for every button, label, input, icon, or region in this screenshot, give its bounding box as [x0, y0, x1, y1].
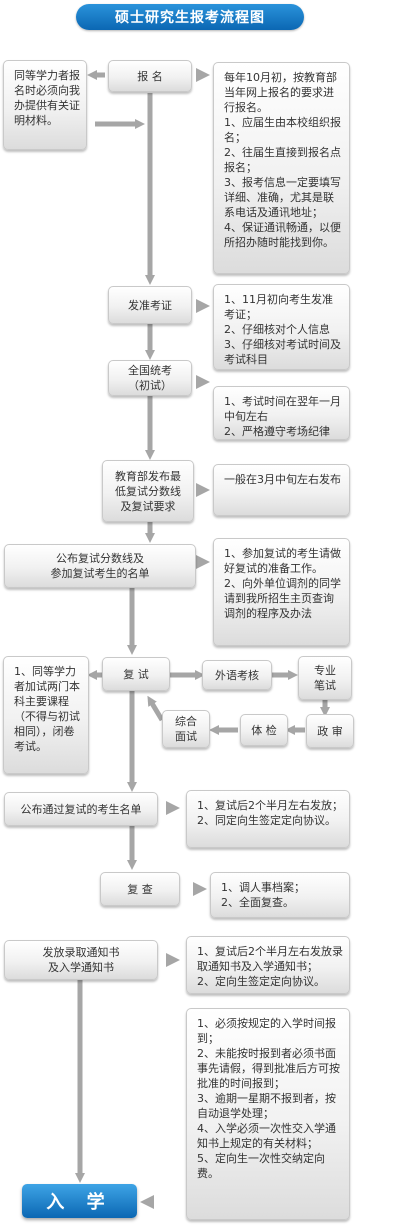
step-notice-label: 发放录取通知书 及入学通知书 [42, 946, 120, 974]
arrow-passed-detail [166, 801, 180, 815]
step-major-written: 专业 笔试 [298, 656, 352, 700]
step-notice: 发放录取通知书 及入学通知书 [4, 940, 158, 980]
note-notice-detail: 1、复试后2个半月左右发放录取通知书及入学通知书； 2、定向生签定定向协议。 [186, 936, 350, 994]
arrow-comprehensive-retest [147, 695, 165, 722]
note-review-detail: 1、调人事档案； 2、全面复查。 [210, 872, 350, 918]
arrow-moe-detail [196, 483, 210, 497]
step-admission-card: 发准考证 [108, 286, 192, 324]
arrow-retest-detail [196, 555, 210, 569]
note-equal-ability: 同等学力者报名时必须向我办提供有关证明材料。 [3, 60, 87, 150]
step-exam: 全国统考 （初试） [108, 360, 192, 396]
arrow-review-detail [193, 882, 207, 896]
step-register-label: 报 名 [137, 69, 163, 83]
step-comprehensive-label: 综合 面试 [175, 715, 197, 743]
step-moe-line: 教育部发布最 低复试分数线 及复试要求 [102, 460, 194, 522]
step-retest-label: 复 试 [123, 667, 149, 681]
step-passed-list: 公布通过复试的考生名单 [4, 792, 158, 826]
step-exam-label: 全国统考 （初试） [128, 364, 172, 392]
step-foreign-language-label: 外语考核 [215, 668, 259, 682]
step-foreign-language: 外语考核 [202, 660, 272, 690]
arrow-exam-detail [196, 375, 210, 389]
note-passed-detail: 1、复试后2个半月左右发放； 2、同定向生签定定向协议。 [186, 790, 350, 848]
step-review-label: 复 查 [127, 882, 153, 896]
step-retest-list-label: 公布复试分数线及 参加复试考生的名单 [50, 552, 150, 580]
step-moe-line-label: 教育部发布最 低复试分数线 及复试要求 [115, 469, 181, 513]
note-enroll-detail: 1、必须按规定的入学时间报到； 2、未能按时报到者必须书面事先请假，得到批准后方… [186, 1008, 350, 1220]
step-physical-label: 体 检 [251, 723, 277, 737]
arrow-notice-detail [166, 953, 180, 967]
step-retest-list: 公布复试分数线及 参加复试考生的名单 [4, 544, 196, 588]
page-title: 硕士研究生报考流程图 [76, 4, 304, 30]
step-comprehensive: 综合 面试 [162, 710, 210, 748]
note-exam-detail: 1、考试时间在翌年一月中旬左右 2、严格遵守考场纪律 [213, 386, 350, 440]
step-review: 复 查 [100, 872, 180, 906]
note-equal-retest: 1、同等学力者加试两门本科主要课程（不得与初试相同），闭卷考试。 [3, 656, 89, 774]
step-major-written-label: 专业 笔试 [314, 664, 336, 692]
note-retest-prep: 1、参加复试的考生请做好复试的准备工作。 2、向外单位调剂的同学请到我所招生主页… [213, 538, 350, 646]
arrow-enroll-detail [140, 1195, 154, 1209]
note-register-detail: 每年10月初，按教育部当年网上报名的要求进行报名。 1、应届生由本校组织报名； … [213, 62, 350, 274]
step-enroll: 入 学 [22, 1184, 137, 1218]
step-register: 报 名 [108, 60, 192, 92]
step-admission-card-label: 发准考证 [128, 298, 172, 312]
arrow-register-detail [196, 68, 210, 82]
step-passed-list-label: 公布通过复试的考生名单 [20, 802, 142, 816]
arrow-card-detail [196, 299, 210, 313]
note-moe-detail: 一般在3月中旬左右发布 [213, 464, 350, 516]
step-physical: 体 检 [240, 714, 288, 746]
note-card-detail: 1、11月初向考生发准考证； 2、仔细核对个人信息 3、仔细核对考试时间及考试科… [213, 284, 350, 370]
step-retest: 复 试 [102, 657, 170, 691]
step-political-label: 政 审 [317, 724, 343, 738]
step-political: 政 审 [306, 714, 354, 748]
